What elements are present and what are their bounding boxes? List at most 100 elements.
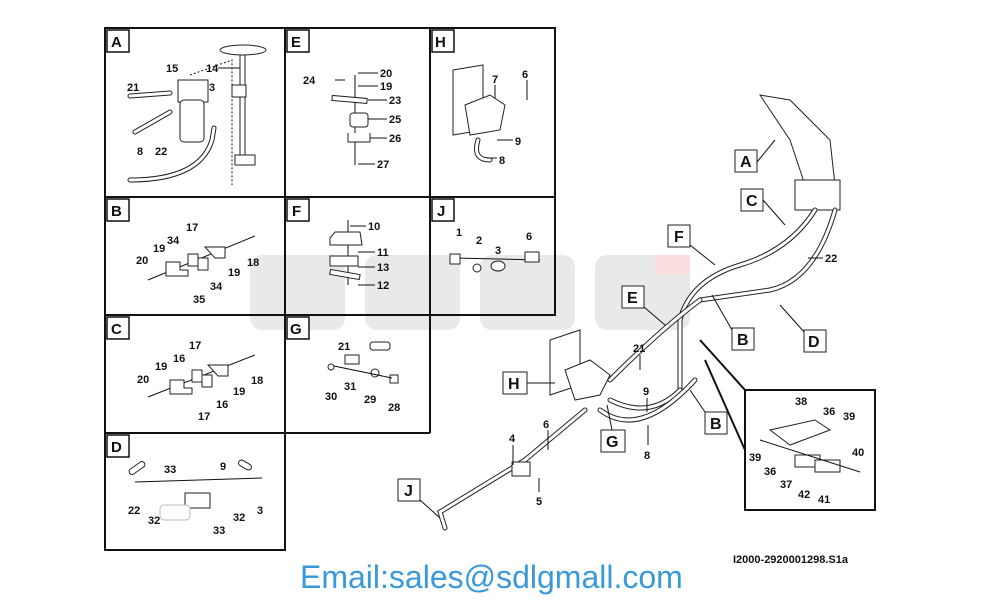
part-label: 18	[247, 257, 259, 269]
main-assembly-drawing	[437, 94, 841, 531]
part-label: 6	[522, 69, 528, 81]
part-label: 11	[377, 247, 389, 259]
part-label: 39	[749, 452, 761, 464]
part-label: 8	[137, 146, 143, 158]
part-label: 6	[543, 419, 549, 431]
panel-h-drawing: 7 6 9 8	[452, 64, 528, 167]
part-label: 20	[136, 255, 148, 267]
panel-b-drawing: 17 34 20 19 19 18 34 35	[136, 222, 259, 306]
part-label: 19	[155, 361, 167, 373]
part-label: 33	[164, 464, 176, 476]
drawing-number: I2000-2920001298.S1a	[733, 554, 849, 566]
part-label: 34	[210, 281, 223, 293]
part-label: 16	[173, 353, 185, 365]
callout-b: B	[737, 332, 749, 349]
part-label: 6	[526, 231, 532, 243]
part-label: 8	[644, 450, 650, 462]
part-label: 18	[251, 375, 263, 387]
part-label: 26	[389, 133, 401, 145]
panel-e-title: E	[291, 34, 301, 51]
part-label: 25	[389, 114, 401, 126]
panel-g-drawing: 21 31 30 29 28	[325, 341, 400, 414]
part-label: 34	[167, 235, 180, 247]
callout-j: J	[404, 483, 413, 500]
part-label: 19	[233, 386, 245, 398]
callout-a: A	[740, 154, 752, 171]
part-label: 7	[492, 74, 498, 86]
part-label: 29	[364, 394, 376, 406]
part-label: 32	[148, 515, 160, 527]
panel-b-title: B	[111, 203, 122, 220]
callout-e: E	[627, 290, 638, 307]
part-label: 21	[127, 82, 139, 94]
part-label: 41	[818, 494, 830, 506]
part-label: 33	[213, 525, 225, 537]
part-label: 17	[186, 222, 198, 234]
part-label: 40	[852, 447, 864, 459]
panel-h-title: H	[435, 34, 446, 51]
part-label: 19	[153, 243, 165, 255]
part-label: 31	[344, 381, 356, 393]
part-label: 24	[303, 75, 316, 87]
part-label: 39	[843, 411, 855, 423]
part-label: 10	[368, 221, 380, 233]
part-label: 20	[137, 374, 149, 386]
part-label: 3	[495, 245, 501, 257]
part-label: 21	[338, 341, 350, 353]
panel-j-drawing: 1 2 3 6	[449, 227, 541, 273]
panel-titles: A E H B F J C G D	[106, 29, 455, 458]
panel-d-drawing: 33 9 22 32 33 32 3	[128, 459, 263, 537]
part-label: 15	[166, 63, 178, 75]
inset-detail: 38 36 39 39 36 37 40 42 41	[699, 339, 876, 511]
part-label: 20	[380, 68, 392, 80]
part-label: 32	[233, 512, 245, 524]
part-label: 23	[389, 95, 401, 107]
part-label: 3	[257, 505, 263, 517]
part-label: 12	[377, 280, 389, 292]
part-label: 38	[795, 396, 807, 408]
part-label: 9	[220, 461, 226, 473]
part-label: 42	[798, 489, 810, 501]
part-label: 28	[388, 402, 400, 414]
part-label: 9	[643, 386, 649, 398]
part-label: 8	[499, 155, 505, 167]
panel-grid	[104, 27, 556, 551]
part-label: 1	[456, 227, 462, 239]
panel-a-title: A	[111, 34, 122, 51]
part-label: 22	[155, 146, 167, 158]
part-label: 36	[764, 466, 776, 478]
panel-f-drawing: 10 11 13 12	[329, 220, 389, 292]
callout-b-2: B	[710, 416, 722, 433]
part-label: 30	[325, 391, 337, 403]
part-label: 17	[189, 340, 201, 352]
main-callouts: A C F E B D H G B J	[397, 139, 827, 519]
part-label: 5	[536, 496, 542, 508]
part-label: 21	[633, 343, 645, 355]
part-label: 9	[515, 136, 521, 148]
main-labels: 22 21 9 8 4 6 5	[509, 253, 837, 508]
part-label: 22	[825, 253, 837, 265]
part-label: 17	[198, 411, 210, 423]
panel-d-title: D	[111, 439, 122, 456]
callout-h: H	[508, 376, 520, 393]
part-label: 35	[193, 294, 205, 306]
part-label: 13	[377, 262, 389, 274]
part-label: 36	[823, 406, 835, 418]
part-label: 37	[780, 479, 792, 491]
part-label: 16	[216, 399, 228, 411]
part-label: 19	[380, 81, 392, 93]
panel-c-drawing: 17 16 20 19 19 18 16 17	[137, 340, 263, 423]
part-label: 2	[476, 235, 482, 247]
panel-c-title: C	[111, 321, 122, 338]
part-label: 4	[509, 433, 516, 445]
panel-a-drawing: 15 14 21 3 8 22	[127, 44, 267, 185]
part-label: 19	[228, 267, 240, 279]
callout-c: C	[746, 193, 758, 210]
email-watermark: Email:sales@sdlgmall.com	[300, 559, 683, 595]
panel-e-drawing: 24 20 19 23 25 26 27	[303, 68, 401, 171]
part-label: 3	[209, 82, 215, 94]
panel-g-title: G	[290, 321, 302, 338]
part-label: 22	[128, 505, 140, 517]
panel-j-title: J	[437, 203, 445, 220]
